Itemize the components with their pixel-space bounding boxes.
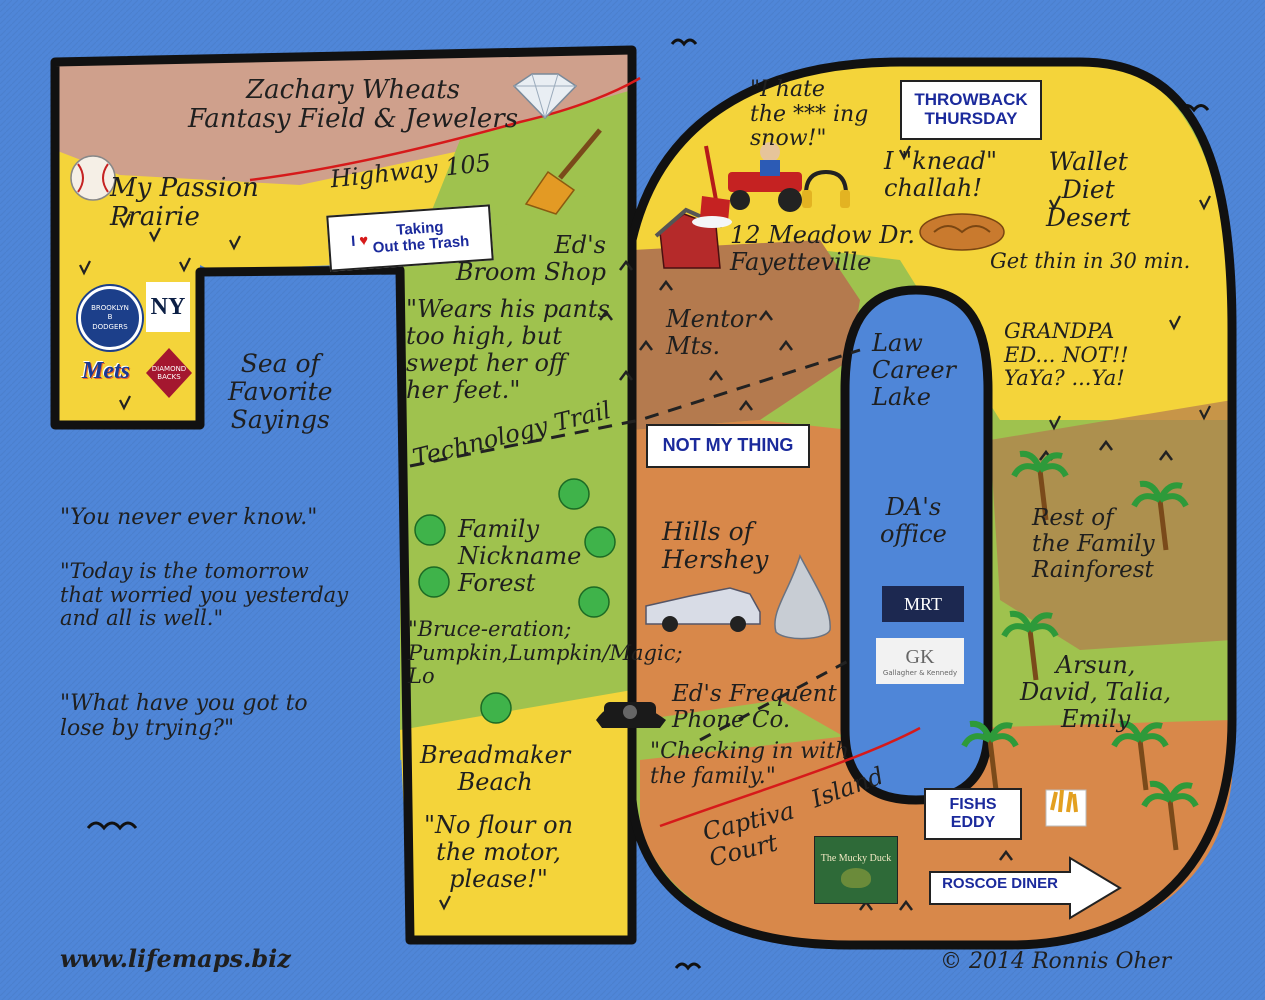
family-names-label: Arsun, David, Talia, Emily: [1020, 651, 1172, 733]
mets-logo: Mets: [72, 350, 140, 392]
grass-marks: [79, 145, 1211, 911]
taking-trash-prefix: I: [350, 232, 356, 250]
waves: [86, 38, 1210, 971]
challah-icon: [919, 213, 1005, 251]
phone-trail-dashes: [699, 658, 851, 742]
mountains: [599, 259, 1173, 911]
heart-icon: ♥: [358, 231, 369, 250]
mrt-logo: MRT: [882, 586, 964, 622]
grandpa-label: GRANDPA ED... NOT!! YaYa? ...Ya!: [1004, 319, 1129, 391]
island-road: [659, 726, 921, 828]
passion-prairie-label: My Passion Prairie: [110, 173, 259, 233]
fishs-eddy-sign: FISHS EDDY: [924, 788, 1022, 840]
mets-logo-text: Mets: [82, 357, 130, 384]
get-thin-label: Get thin in 30 min.: [990, 249, 1191, 273]
fries-icon: [1045, 789, 1087, 827]
breadmaker-beach-label: Breadmaker Beach: [420, 741, 571, 796]
sea-of-sayings-label: Sea of Favorite Sayings: [228, 349, 333, 434]
saying-trying: "What have you got to lose by trying?": [60, 691, 308, 741]
dodgers-logo: BROOKLYN B DODGERS: [78, 286, 142, 350]
diamondbacks-logo-text: DIAMOND BACKS: [151, 365, 187, 381]
mucky-duck-logo: The Mucky Duck: [814, 836, 898, 904]
baseball-icon: [70, 155, 116, 201]
throwback-thursday-sign: THROWBACK THURSDAY: [900, 80, 1042, 140]
highway-105-road: [249, 76, 641, 182]
saying-tomorrow: "Today is the tomorrow that worried you …: [60, 559, 349, 631]
wallet-diet-desert-label: Wallet Diet Desert: [1046, 147, 1131, 232]
not-my-thing-sign: NOT MY THING: [646, 424, 810, 468]
telephone-icon: [596, 702, 666, 728]
saying-never-know: "You never ever know.": [60, 505, 318, 530]
duck-icon: [841, 867, 871, 888]
mucky-duck-text: The Mucky Duck: [820, 852, 892, 864]
fantasy-field-title: Zachary Wheats Fantasy Field & Jewelers: [188, 75, 519, 135]
hills-of-hershey-label: Hills of Hershey: [662, 517, 769, 574]
snow-quote: "I hate the *** ing snow!": [750, 77, 869, 152]
law-career-lake-label: Law Career Lake: [872, 329, 957, 411]
website-link[interactable]: www.lifemaps.biz: [60, 944, 291, 973]
phone-co-label: Ed's Frequent Phone Co.: [672, 681, 837, 733]
nickname-forest-label: Family Nickname Forest: [458, 515, 582, 597]
checking-in-quote: "Checking in with the family.": [650, 739, 850, 789]
copyright-label: © 2014 Ronnis Oher: [940, 949, 1172, 974]
address-label: 12 Meadow Dr. Fayetteville: [730, 221, 915, 276]
gk-logo-sub: Gallagher & Kennedy: [882, 668, 958, 677]
nicknames-quote: "Bruce-eration; Pumpkin,Lumpkin/Magic; L…: [408, 617, 683, 689]
dodgers-logo-text: BROOKLYN B DODGERS: [91, 304, 129, 331]
arrow-icon: [929, 856, 1122, 920]
no-flour-quote: "No flour on the motor, please!": [424, 811, 574, 893]
gk-logo-text: GK: [905, 645, 935, 668]
family-rainforest-label: Rest of the Family Rainforest: [1032, 505, 1155, 583]
tractor-icon: [728, 142, 802, 212]
hershey-kiss-icon: [774, 554, 831, 640]
car-icon: [645, 587, 761, 632]
yankees-logo: NY: [146, 282, 190, 332]
da-office-label: DA's office: [880, 493, 947, 548]
diamond-icon: [512, 73, 578, 120]
yankees-logo-text: NY: [150, 293, 186, 320]
broom-icon: [524, 128, 602, 215]
gk-logo: GK Gallagher & Kennedy: [876, 638, 964, 684]
headphones-icon: [802, 169, 850, 208]
knead-challah-label: I "knead" challah!: [884, 147, 998, 202]
shovel-icon: [692, 145, 732, 228]
wears-pants-quote: "Wears his pants too high, but swept her…: [406, 295, 610, 404]
palm-trees: [961, 450, 1199, 851]
technology-trail-dashes: [409, 348, 861, 468]
roscoe-diner-sign: ROSCOE DINER: [942, 875, 1058, 892]
bushes: [414, 478, 616, 724]
broom-shop-label: Ed's Broom Shop: [455, 231, 606, 286]
mrt-logo-text: MRT: [904, 593, 942, 614]
mentor-mountains-label: Mentor Mts.: [666, 305, 756, 360]
